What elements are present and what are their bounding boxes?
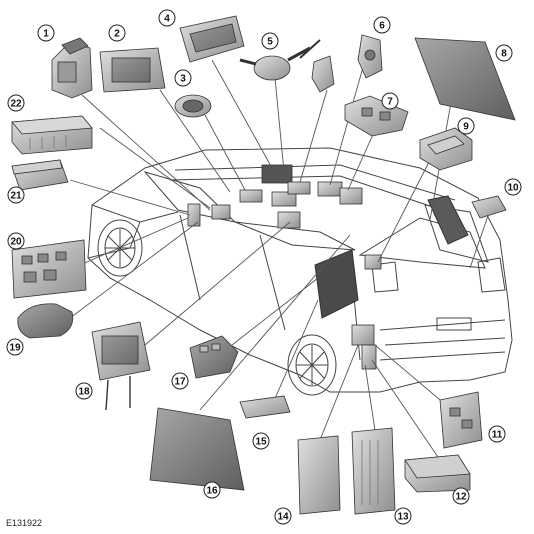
callout-circle xyxy=(452,487,470,505)
callout-6: 6 xyxy=(373,16,391,34)
callout-1: 1 xyxy=(37,24,55,42)
callout-number: 1 xyxy=(43,29,49,40)
component-11-control-module xyxy=(439,391,483,449)
callout-circle xyxy=(381,92,399,110)
callout-circle xyxy=(373,16,391,34)
callout-number: 21 xyxy=(10,191,22,202)
component-14-module xyxy=(297,435,341,515)
callout-11: 11 xyxy=(488,425,506,443)
callout-circle xyxy=(252,432,270,450)
component-15-antenna-amplifier xyxy=(239,395,291,419)
component-22-audio-amplifier xyxy=(11,115,93,155)
callout-circle xyxy=(504,178,522,196)
component-10-antenna-module xyxy=(471,195,507,219)
callout-number: 17 xyxy=(174,377,186,388)
component-9-receiver-module xyxy=(419,127,473,171)
component-7-overhead-console xyxy=(344,95,409,137)
callout-number: 11 xyxy=(492,430,503,441)
callout-number: 4 xyxy=(164,14,170,25)
callout-22: 22 xyxy=(7,94,25,112)
callout-19: 19 xyxy=(6,338,24,356)
callout-13: 13 xyxy=(394,507,412,525)
callout-circle xyxy=(108,24,126,42)
callout-number: 15 xyxy=(255,437,267,448)
component-8-rear-panel-glass xyxy=(414,37,516,121)
component-19-headrest xyxy=(17,303,74,339)
callout-circle xyxy=(495,44,513,62)
callout-number: 6 xyxy=(379,21,385,32)
callout-circle xyxy=(37,24,55,42)
component-18-headrest-screen xyxy=(91,321,151,411)
callout-20: 20 xyxy=(7,232,25,250)
callout-number: 12 xyxy=(455,492,467,503)
component-2-display-unit xyxy=(99,47,166,93)
figure-code: E131922 xyxy=(6,518,42,528)
callout-number: 2 xyxy=(114,29,120,40)
callout-16: 16 xyxy=(203,481,221,499)
component-4-instrument-cluster xyxy=(179,15,245,63)
callout-number: 10 xyxy=(507,183,519,194)
callout-circle xyxy=(394,507,412,525)
rear-wheel xyxy=(287,334,337,396)
callout-circle xyxy=(7,232,25,250)
component-21-gateway-module xyxy=(11,159,69,191)
callout-number: 5 xyxy=(267,37,273,48)
callout-circle xyxy=(75,382,93,400)
callout-5: 5 xyxy=(261,32,279,50)
component-5-steering-column-switches xyxy=(239,39,321,81)
component-16-side-glass xyxy=(149,407,245,491)
callout-17: 17 xyxy=(171,372,189,390)
component-20-junction-box xyxy=(11,239,87,299)
callout-number: 20 xyxy=(10,237,22,248)
callout-12: 12 xyxy=(452,487,470,505)
component-1-rotary-module xyxy=(51,37,93,99)
callout-circle xyxy=(274,507,292,525)
callout-number: 14 xyxy=(277,512,289,523)
callout-3: 3 xyxy=(174,69,192,87)
callout-number: 18 xyxy=(78,387,90,398)
callout-number: 22 xyxy=(10,99,22,110)
callout-14: 14 xyxy=(274,507,292,525)
callout-circle xyxy=(488,425,506,443)
component-12-cd-changer xyxy=(404,454,471,493)
callout-number: 3 xyxy=(180,74,186,85)
callout-10: 10 xyxy=(504,178,522,196)
callout-number: 8 xyxy=(501,49,507,60)
callout-4: 4 xyxy=(158,9,176,27)
in-vehicle-modules xyxy=(187,164,382,370)
callout-8: 8 xyxy=(495,44,513,62)
callout-9: 9 xyxy=(457,117,475,135)
rear-quarter-glass xyxy=(314,249,359,319)
callout-circle xyxy=(7,186,25,204)
callout-number: 9 xyxy=(463,122,469,133)
callout-number: 19 xyxy=(9,343,21,354)
callout-7: 7 xyxy=(381,92,399,110)
component-13-amplifier xyxy=(351,427,396,515)
callout-15: 15 xyxy=(252,432,270,450)
callout-21: 21 xyxy=(7,186,25,204)
callout-number: 13 xyxy=(397,512,409,523)
component-17-switch-pack xyxy=(189,335,239,379)
callout-circle xyxy=(261,32,279,50)
rear-screen-glass xyxy=(427,195,469,245)
vehicle-outline xyxy=(87,147,513,393)
callout-circle xyxy=(6,338,24,356)
callout-circle xyxy=(7,94,25,112)
callout-circle xyxy=(457,117,475,135)
callout-circle xyxy=(203,481,221,499)
callout-circle xyxy=(158,9,176,27)
callout-number: 16 xyxy=(206,486,218,497)
callout-18: 18 xyxy=(75,382,93,400)
callout-2: 2 xyxy=(108,24,126,42)
component-6-steering-wheel-switches xyxy=(311,34,383,93)
callout-number: 7 xyxy=(387,97,393,108)
callout-circle xyxy=(171,372,189,390)
component-3-speaker xyxy=(174,94,212,118)
callout-circle xyxy=(174,69,192,87)
leader-lines xyxy=(69,59,491,461)
